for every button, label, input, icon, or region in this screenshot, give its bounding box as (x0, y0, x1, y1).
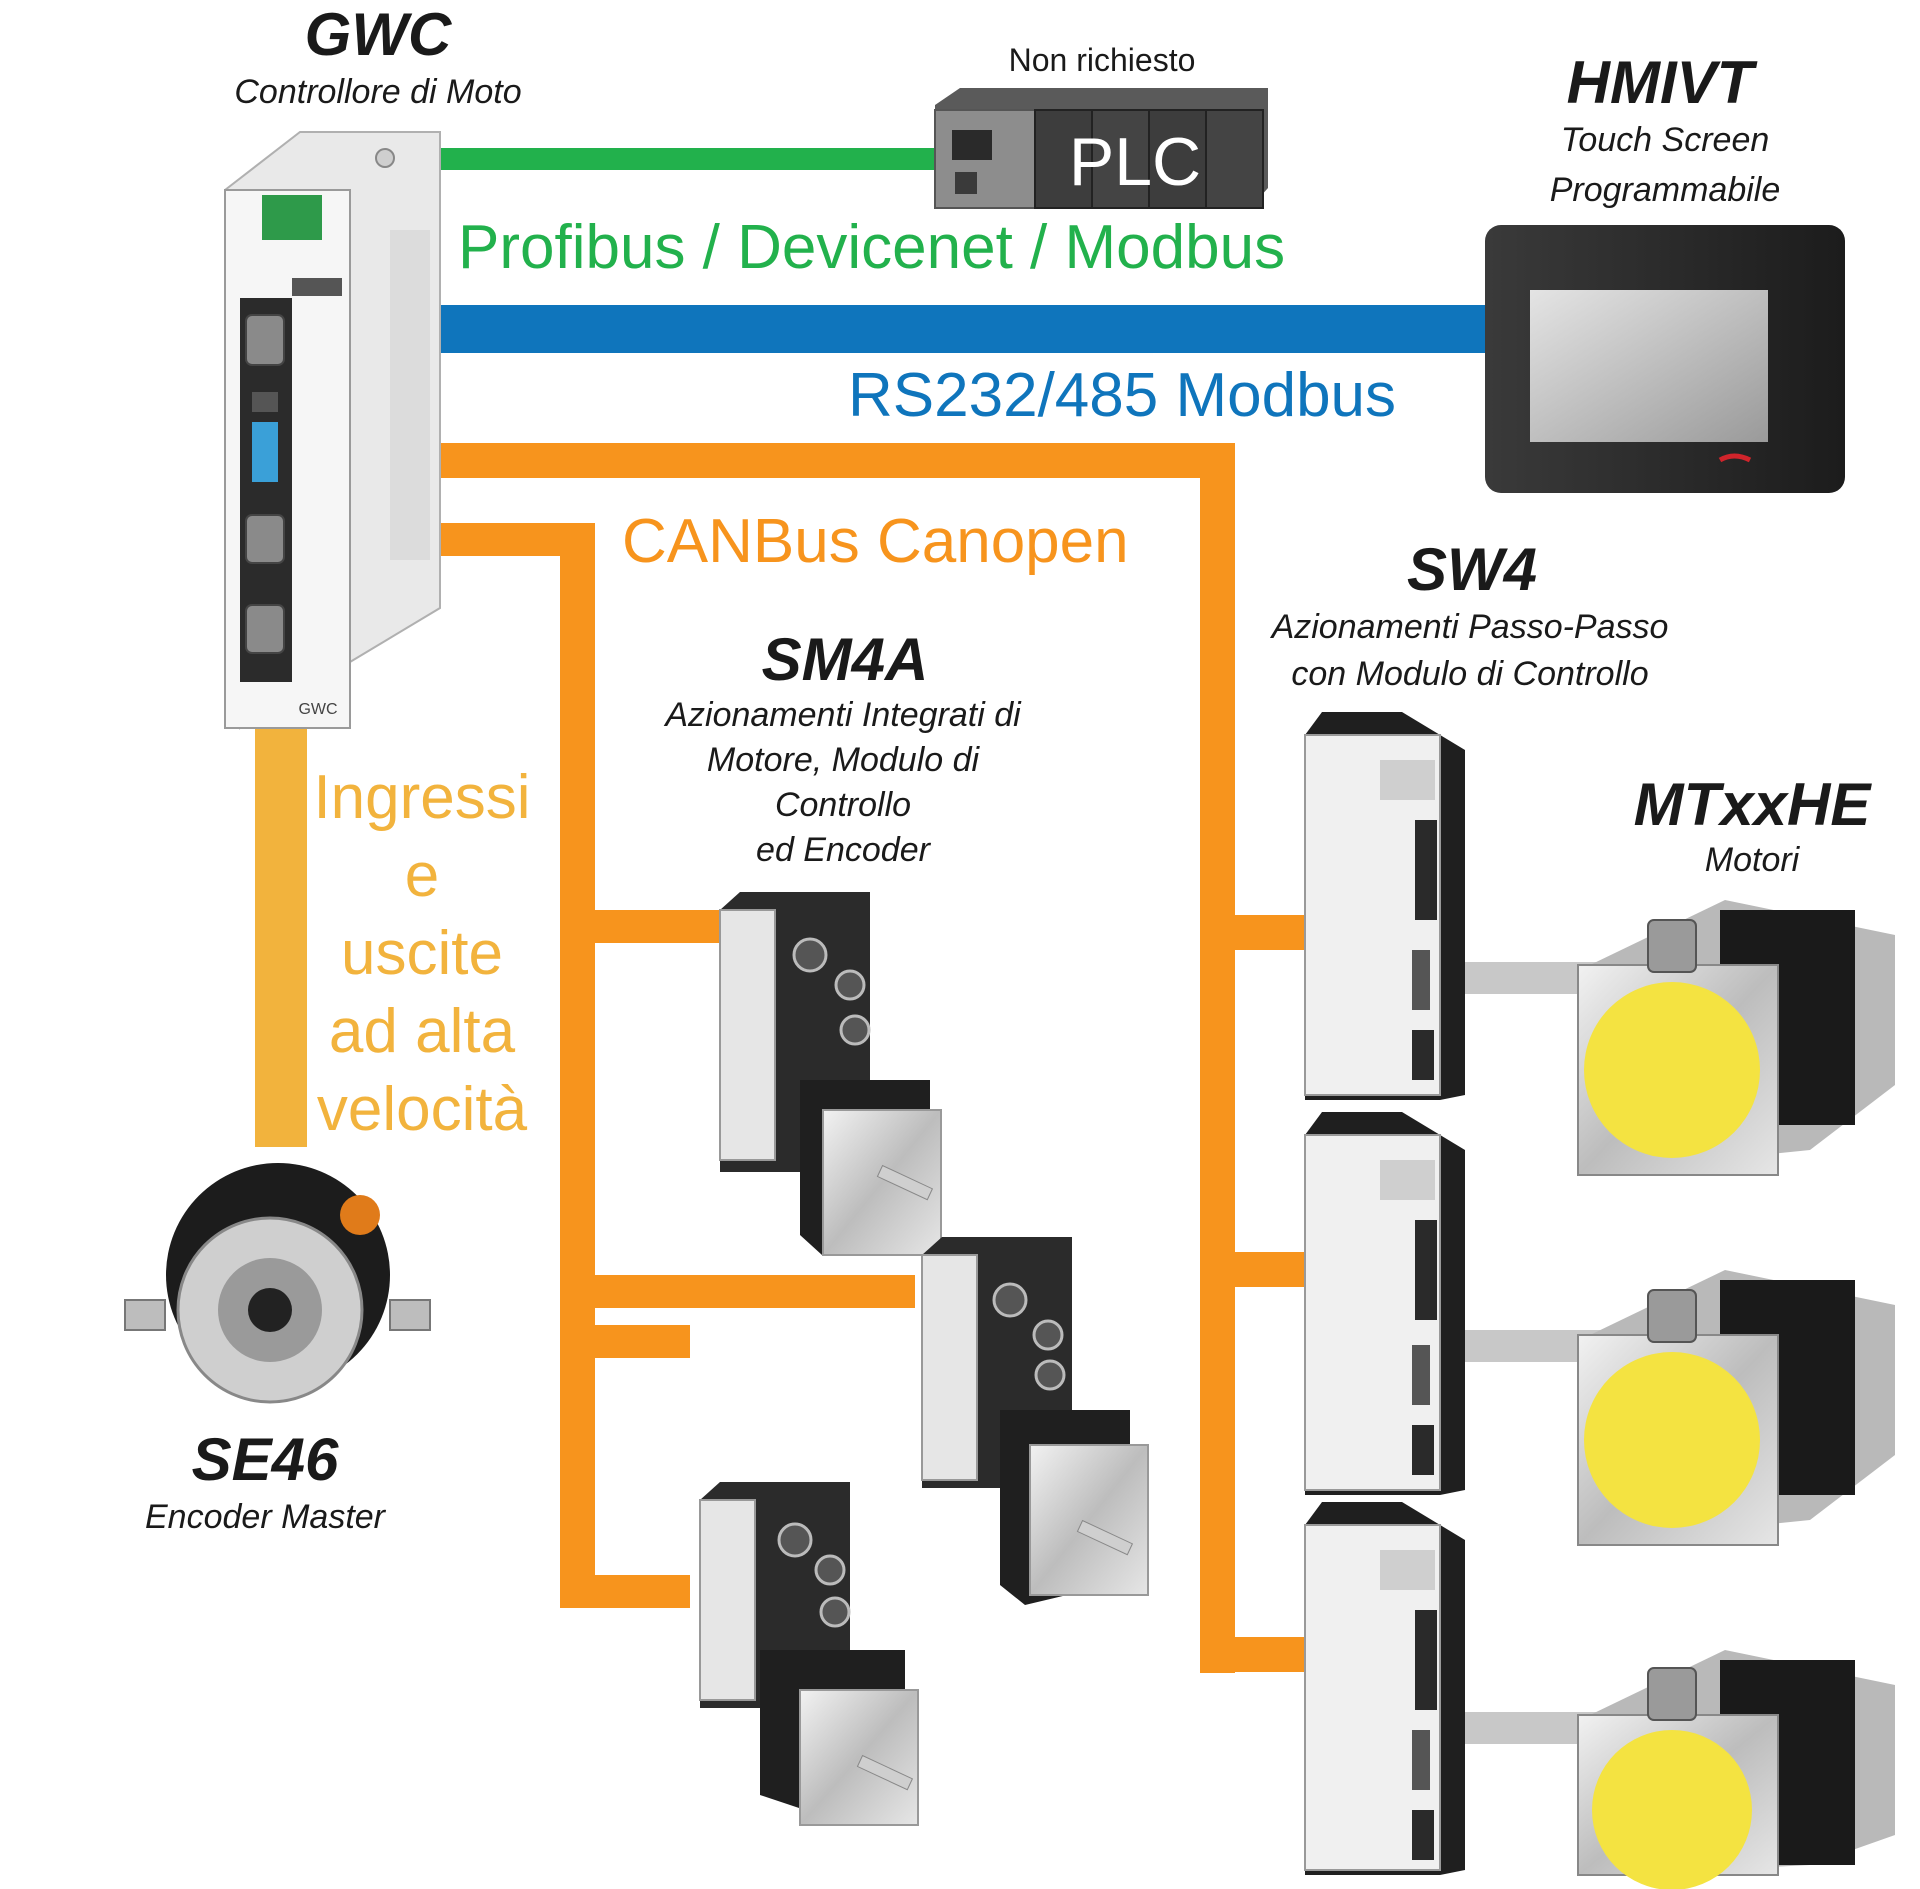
sm4a-unit-1 (719, 892, 942, 1256)
io-label-line4: ad alta (328, 997, 516, 1066)
sm4a-unit-3 (699, 1482, 919, 1826)
hmi-subtitle-line1: Touch Screen (1560, 121, 1770, 159)
io-label-line2: e (404, 841, 440, 910)
sm4a-line4: ed Encoder (756, 831, 930, 869)
sm4a-line2: Motore, Modulo di (706, 741, 980, 779)
motor-1 (1577, 900, 1895, 1176)
io-label-line3: uscite (341, 919, 503, 988)
sw4-drive-1 (1304, 712, 1465, 1100)
io-label-line1: Ingressi (313, 763, 531, 832)
hmi-title: HMIVT (1566, 49, 1754, 116)
io-line (255, 722, 307, 1147)
canbus-lines (430, 443, 1310, 1673)
motor-3 (1577, 1650, 1895, 1889)
sw4-drive-2 (1304, 1112, 1465, 1495)
sw4-title: SW4 (1406, 536, 1538, 603)
sm4a-line3: Controllo (774, 786, 912, 824)
rs232-label: RS232/485 Modbus (848, 361, 1397, 430)
gwc-device-label: GWC (298, 701, 337, 718)
gwc-subtitle: Controllore di Moto (234, 73, 522, 111)
gwc-title: GWC (304, 1, 452, 68)
profibus-label: Profibus / Devicenet / Modbus (458, 213, 1286, 282)
mtxxhe-subtitle: Motori (1704, 841, 1800, 879)
motor-2 (1577, 1270, 1895, 1546)
sm4a-unit-2 (921, 1237, 1149, 1605)
profibus-line (430, 148, 935, 170)
sw4-drive-3 (1304, 1502, 1465, 1875)
rotary-encoder-icon (124, 1163, 431, 1404)
sm4a-line1: Azionamenti Integrati di (665, 696, 1021, 734)
sw4-line1: Azionamenti Passo-Passo (1271, 608, 1669, 646)
sm4a-title: SM4A (761, 626, 929, 693)
plc-note: Non richiesto (1008, 42, 1196, 78)
mtxxhe-title: MTxxHE (1633, 771, 1871, 838)
plc-label: PLC (1069, 124, 1201, 200)
touch-screen-icon (1485, 225, 1845, 493)
se46-title: SE46 (191, 1426, 339, 1493)
hmi-subtitle-line2: Programmabile (1549, 171, 1781, 209)
rs232-line (430, 305, 1510, 353)
sw4-line2: con Modulo di Controllo (1291, 655, 1649, 693)
plc-module-icon (934, 88, 1268, 209)
se46-subtitle: Encoder Master (145, 1498, 385, 1536)
io-label-line5: velocità (316, 1075, 528, 1144)
gwc-controller-icon (223, 131, 441, 730)
canbus-label: CANBus Canopen (622, 507, 1129, 576)
